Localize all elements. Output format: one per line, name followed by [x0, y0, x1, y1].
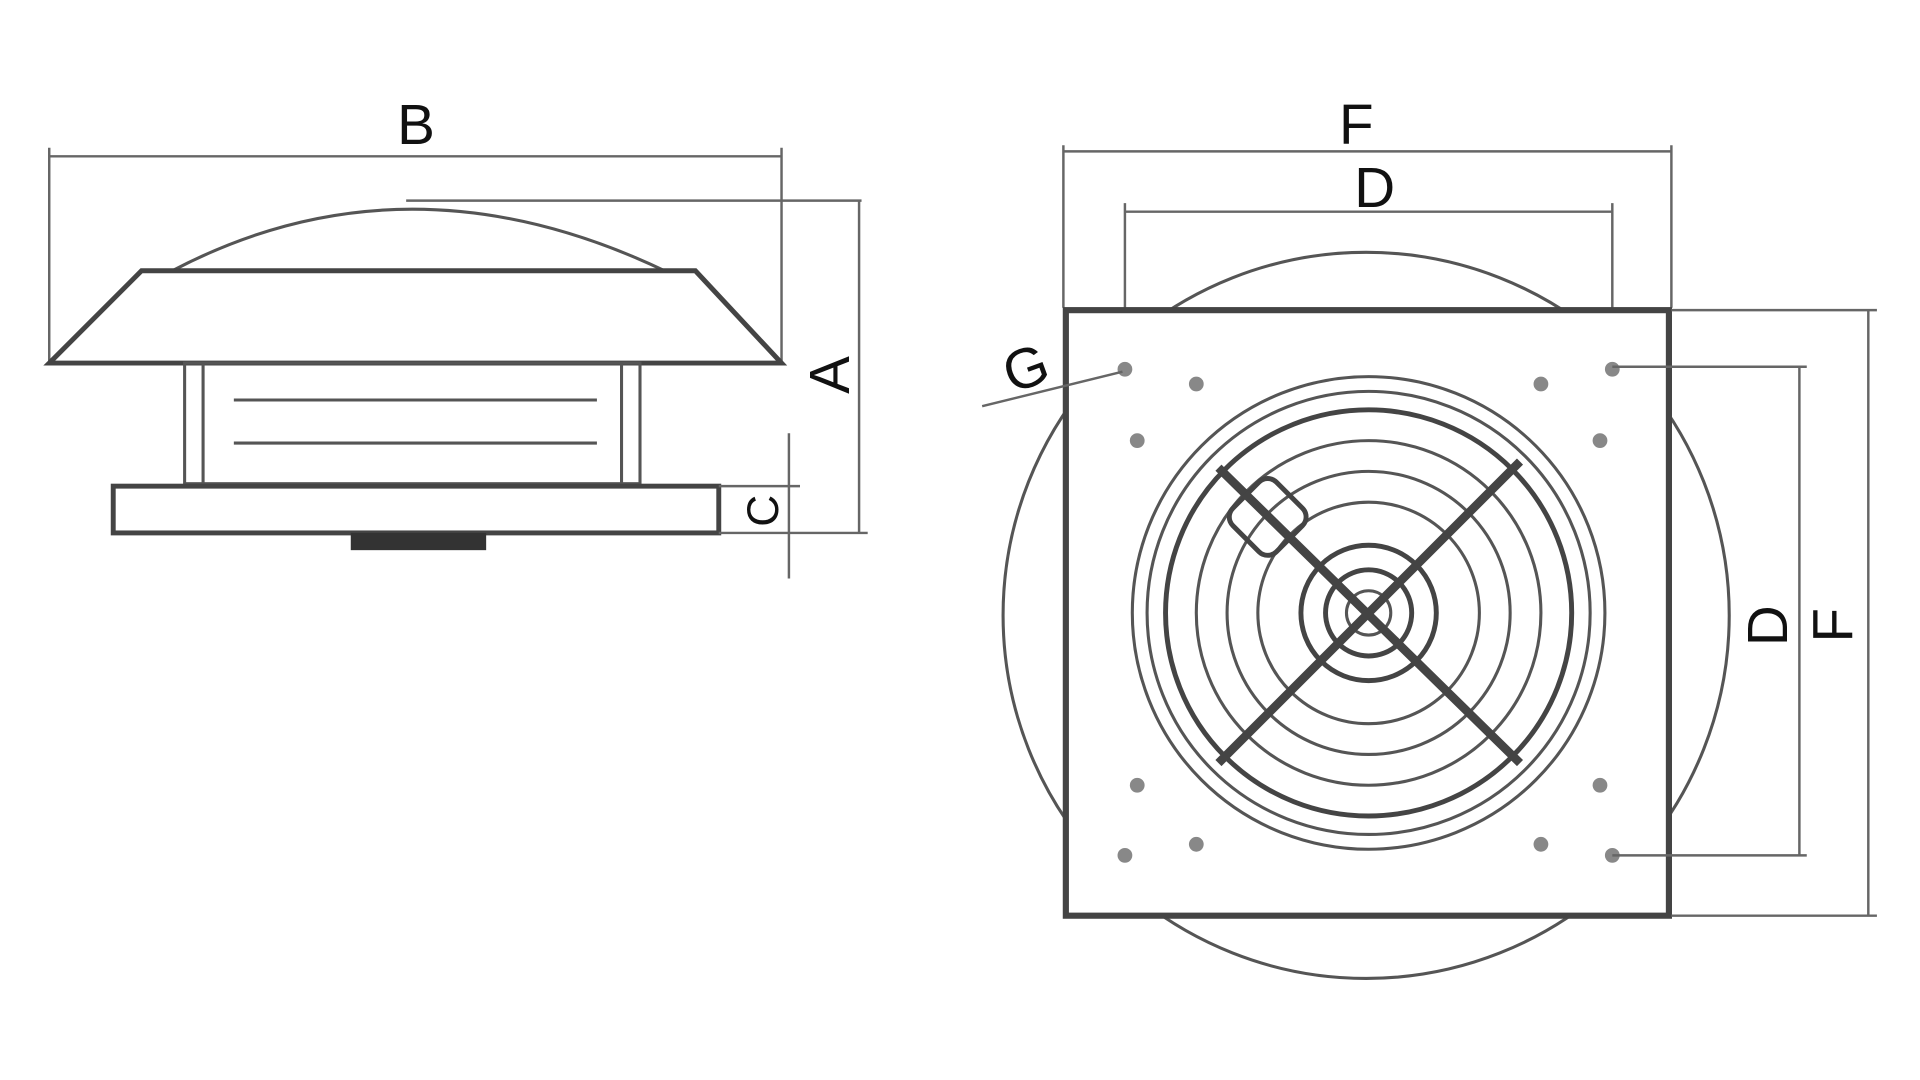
housing: [183, 361, 642, 486]
motor-bottom: [350, 532, 487, 551]
label-b: B: [397, 93, 435, 156]
label-f-top: F: [1339, 93, 1374, 156]
outer-hood-circle: [1001, 250, 1731, 981]
label-a: A: [798, 356, 861, 394]
top-view: F D G: [981, 93, 1877, 981]
label-d-top: D: [1354, 156, 1395, 219]
label-f-right: F: [1801, 608, 1864, 643]
hood: [43, 268, 788, 366]
label-c: C: [739, 495, 788, 527]
label-d-right: D: [1736, 605, 1799, 646]
label-g: G: [994, 331, 1057, 405]
dome: [171, 207, 666, 273]
mounting-holes: [1117, 361, 1620, 863]
side-view: B A C: [43, 93, 868, 579]
base-plate: [110, 483, 722, 536]
fan-guard: [1163, 407, 1575, 819]
